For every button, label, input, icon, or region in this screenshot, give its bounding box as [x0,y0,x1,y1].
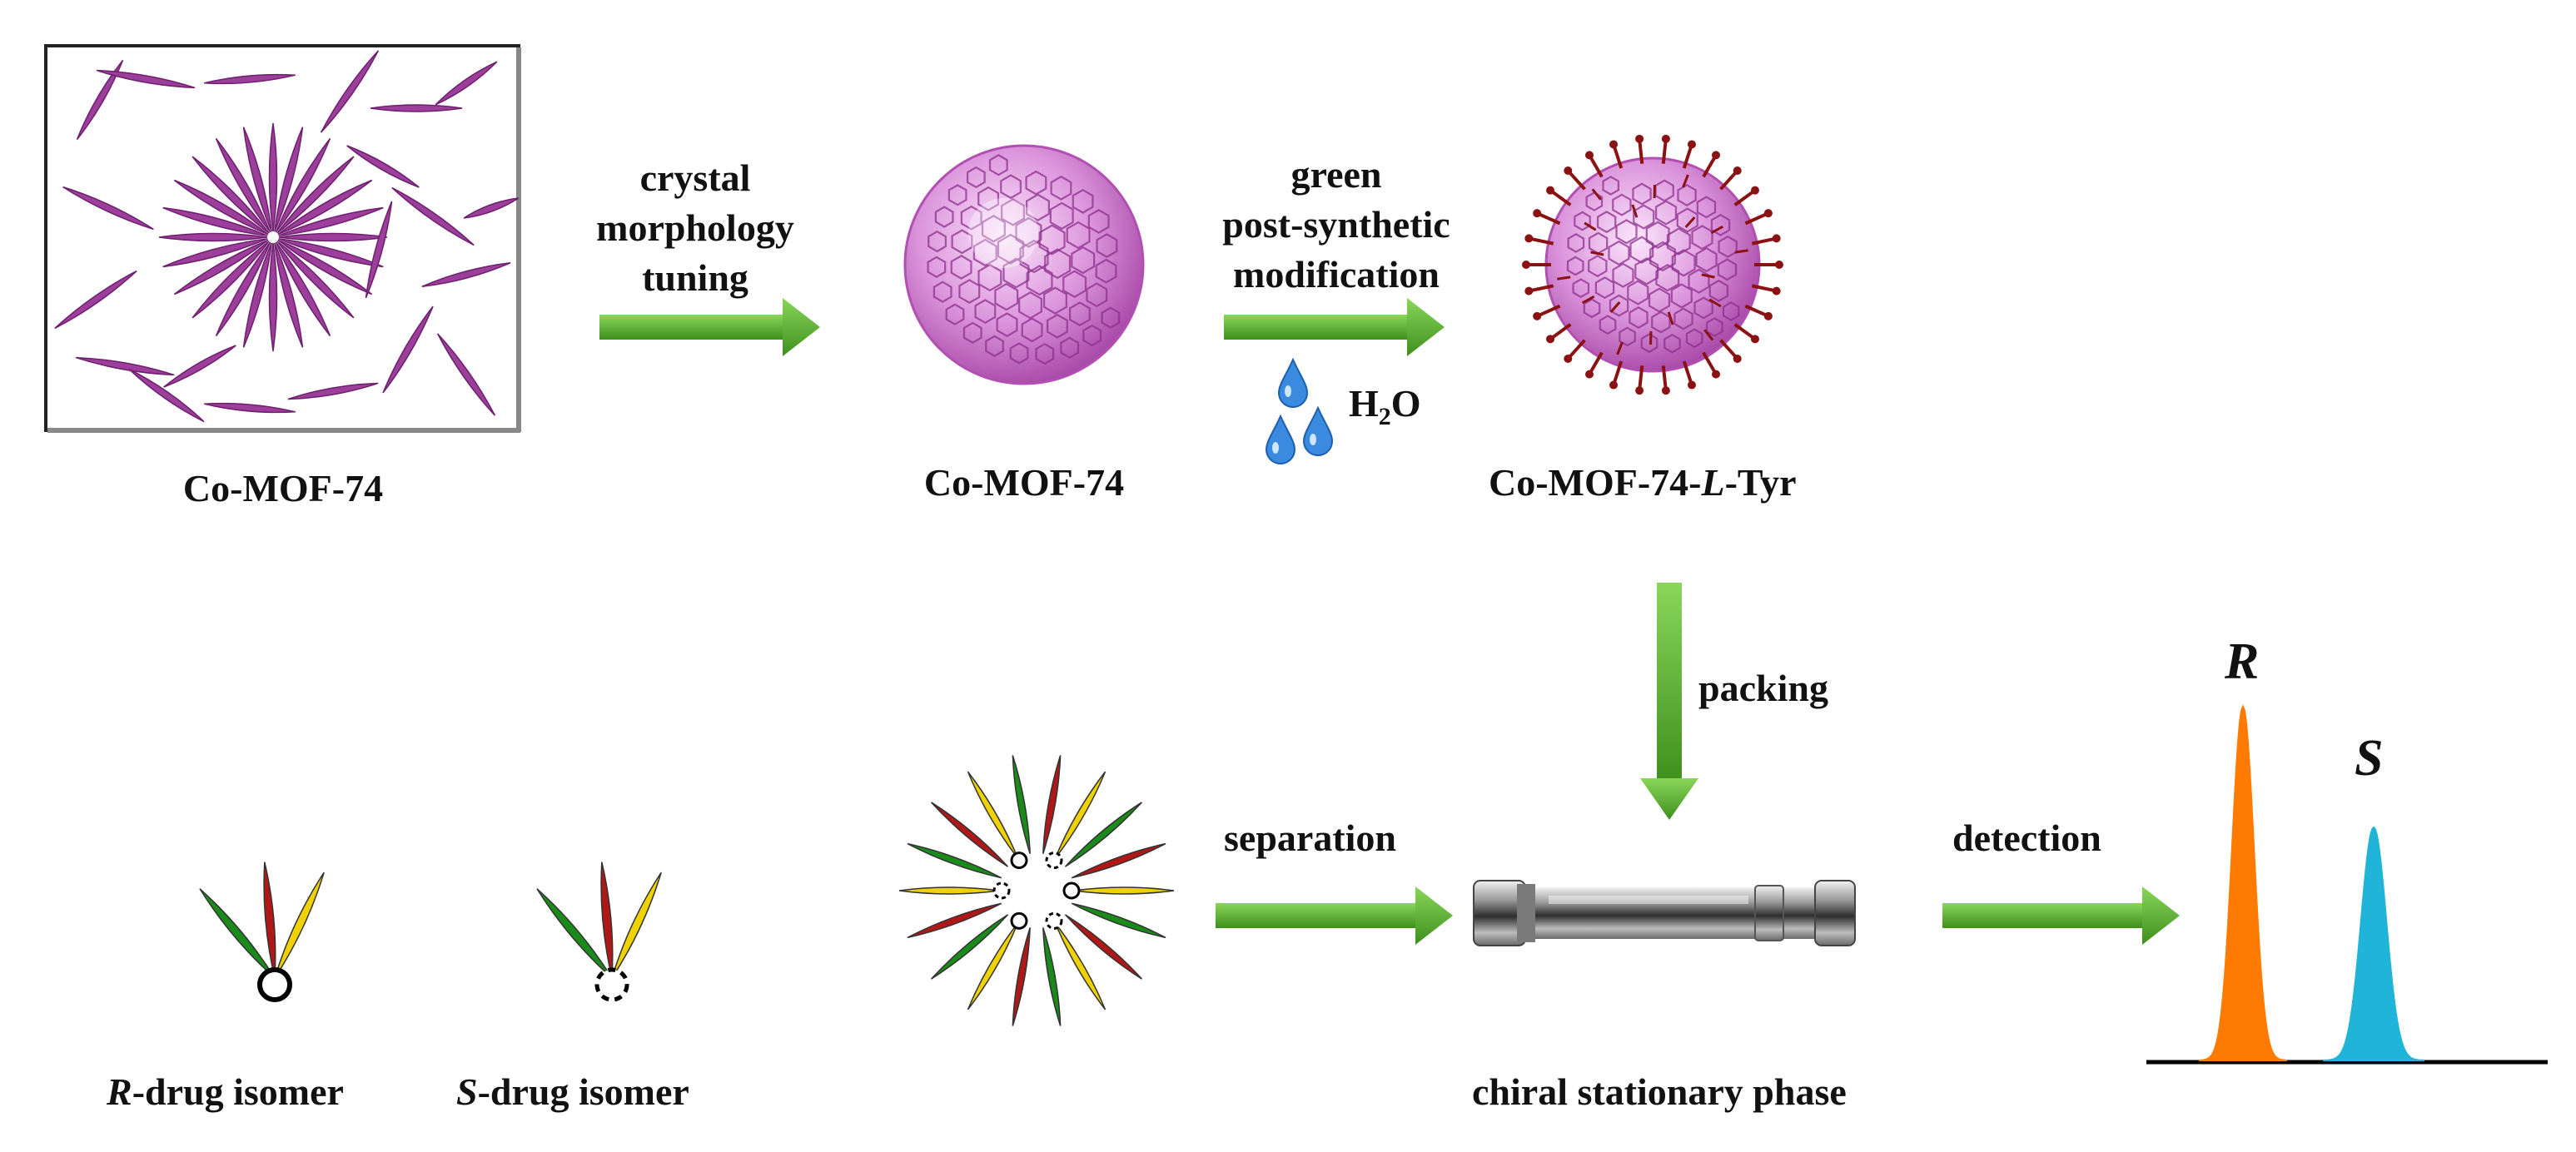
needle-crystals [54,50,520,423]
step-tuning-label: crystal morphology tuning [596,156,794,299]
water-drops-icon [1265,357,1334,464]
step-packing-label: packing [1698,667,1828,709]
isomer-mixture-icon [898,755,1175,1026]
step-modification-label: green post-synthetic modification [1222,153,1450,295]
column-label: chiral stationary phase [1472,1070,1847,1113]
step-separation-label: separation [1224,817,1396,859]
s-isomer-label: S-drug isomer [456,1070,689,1113]
l-tyr-ligands [1522,134,1783,395]
co-mof-74-l-tyr-sphere [1522,134,1783,395]
peak-s-label: S [2355,730,2384,787]
chiral-column-icon [1473,880,1856,946]
chromatogram [2146,704,2548,1065]
step-detection-label: detection [1952,817,2101,859]
co-mof-74-sphere [903,144,1145,385]
sphere-label: Co-MOF-74 [923,461,1125,504]
arrow-separation [1216,886,1453,945]
r-drug-isomer-icon [199,862,325,1002]
arrow-modification [1224,298,1445,356]
arrow-packing [1640,583,1698,820]
arrow-tuning [599,298,820,356]
tyr-label: Co-MOF-74-L-Tyr [1489,461,1797,504]
r-isomer-label: R-drug isomer [107,1070,344,1113]
water-label: H2O [1349,382,1421,431]
s-drug-isomer-icon [536,862,662,1002]
needle-crystals-panel [44,44,521,433]
peak-r-label: R [2225,633,2260,690]
needles-label: Co-MOF-74 [182,467,384,509]
arrow-detection [1942,886,2180,945]
